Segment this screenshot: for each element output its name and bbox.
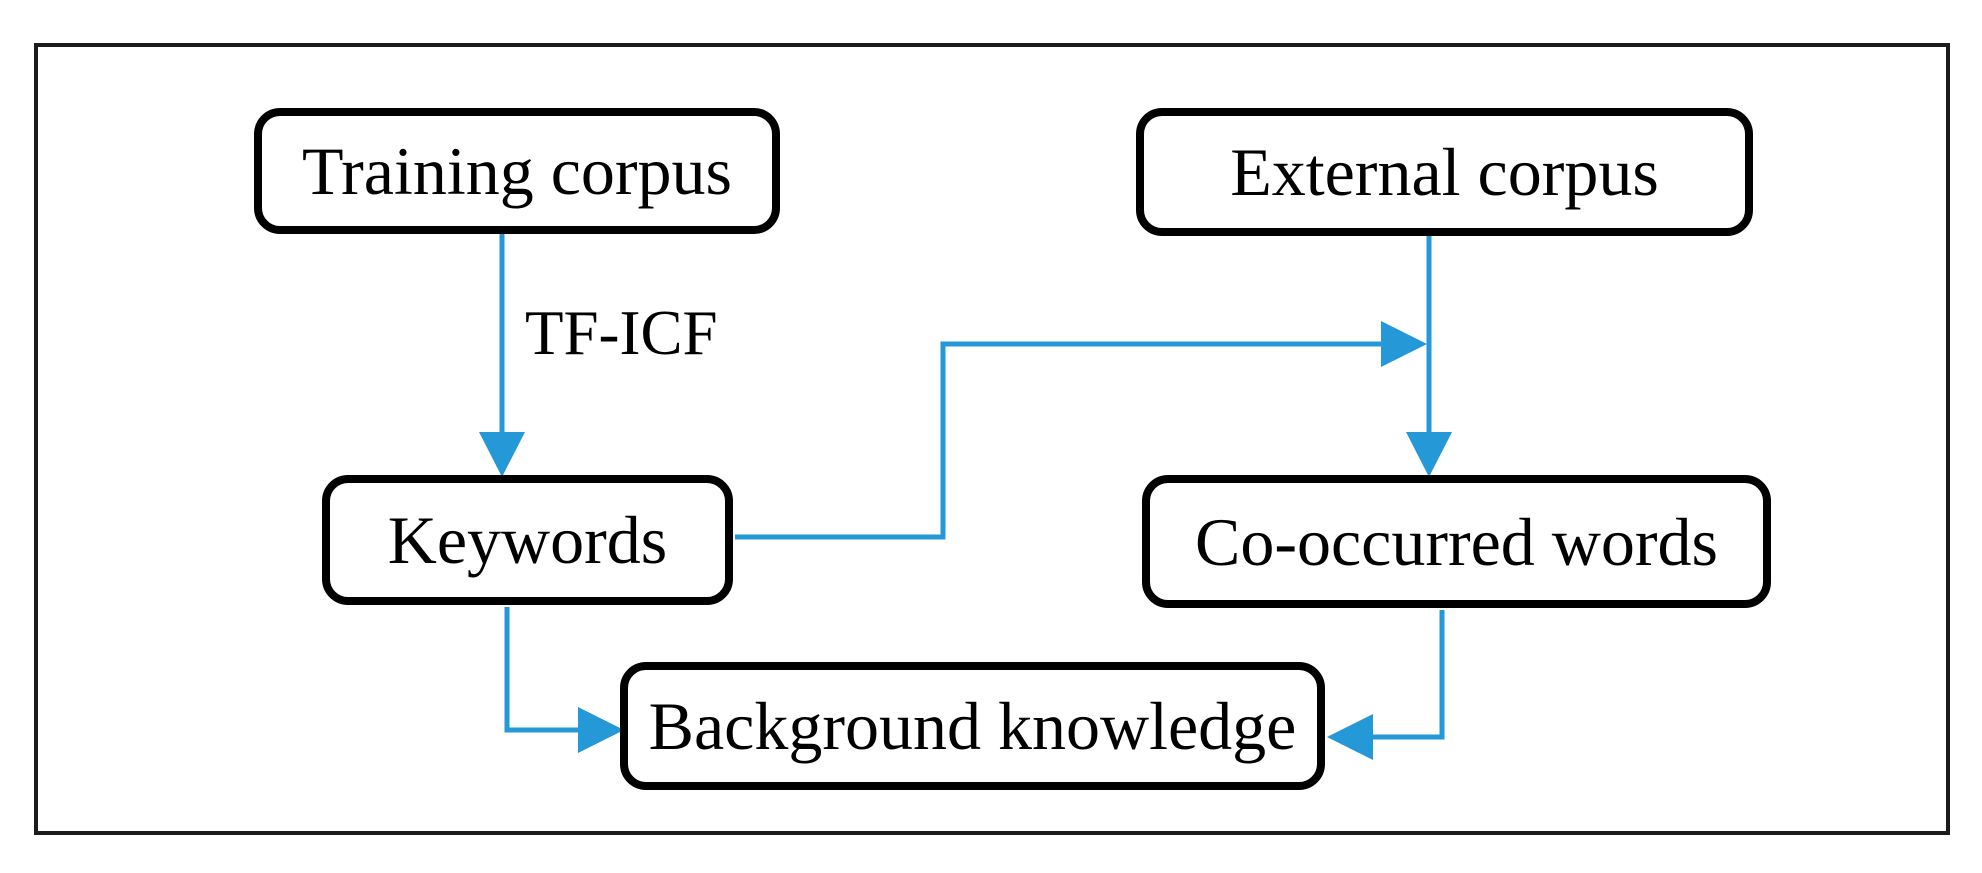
edge-keywords-to-background <box>504 607 624 753</box>
arrowhead-down-icon <box>479 432 525 477</box>
node-keywords: Keywords <box>322 475 733 605</box>
node-external-corpus: External corpus <box>1136 108 1753 236</box>
node-external-corpus-label: External corpus <box>1230 134 1659 210</box>
arrowhead-right-icon <box>578 707 624 753</box>
edge-external-to-cooccurred <box>1406 236 1452 477</box>
arrowhead-down-icon <box>1406 432 1452 477</box>
arrowhead-left-icon <box>1327 714 1373 760</box>
node-co-occurred-words: Co-occurred words <box>1142 475 1771 608</box>
diagram-frame <box>34 43 1950 835</box>
edge-cooccurred-to-background <box>1327 610 1445 760</box>
node-training-corpus-label: Training corpus <box>301 133 733 209</box>
node-background-knowledge: Background knowledge <box>620 662 1325 790</box>
node-keywords-label: Keywords <box>387 502 668 578</box>
edge-keywords-to-cooccurred <box>735 321 1427 540</box>
node-training-corpus: Training corpus <box>254 108 780 234</box>
arrowhead-right-icon <box>1381 321 1427 367</box>
edge-label-tf-icf: TF-ICF <box>525 298 718 368</box>
node-co-occurred-words-label: Co-occurred words <box>1194 503 1719 580</box>
edge-training-to-keywords <box>479 228 525 477</box>
node-background-knowledge-label: Background knowledge <box>648 688 1297 764</box>
